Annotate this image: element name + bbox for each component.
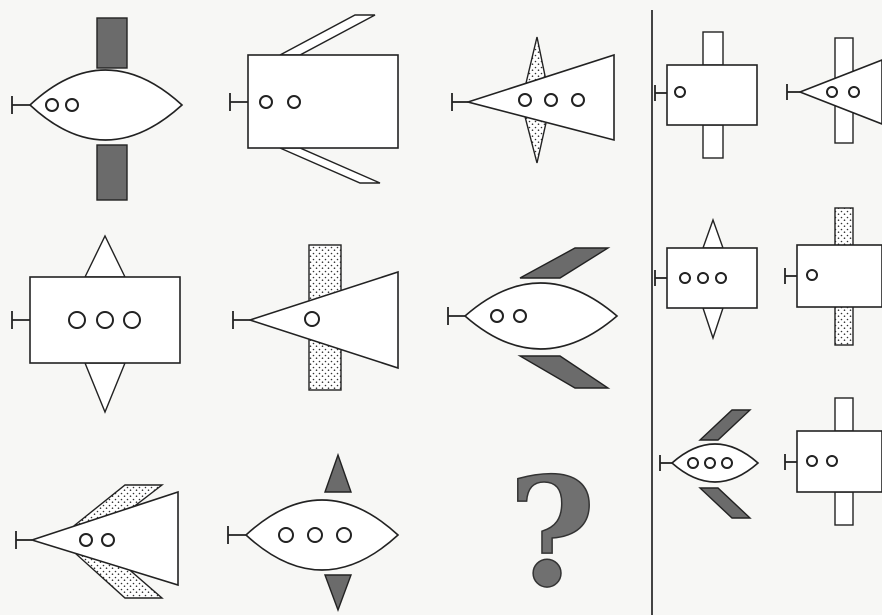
option-6[interactable] <box>785 398 882 525</box>
grid-r2c1 <box>12 236 180 412</box>
grid-r2c2 <box>233 245 398 390</box>
grid-r1c1 <box>12 18 182 200</box>
option-4[interactable] <box>785 208 882 345</box>
option-1[interactable] <box>655 32 757 158</box>
missing-cell-question-mark: ? <box>508 445 596 615</box>
grid-r3c2 <box>228 455 398 610</box>
grid-r2c3 <box>448 248 617 388</box>
grid-r3c1 <box>16 485 178 598</box>
grid-r1c2 <box>230 15 398 183</box>
grid-r1c3 <box>452 37 614 163</box>
option-5[interactable] <box>660 410 758 518</box>
option-3[interactable] <box>655 220 757 338</box>
option-2[interactable] <box>787 38 882 143</box>
